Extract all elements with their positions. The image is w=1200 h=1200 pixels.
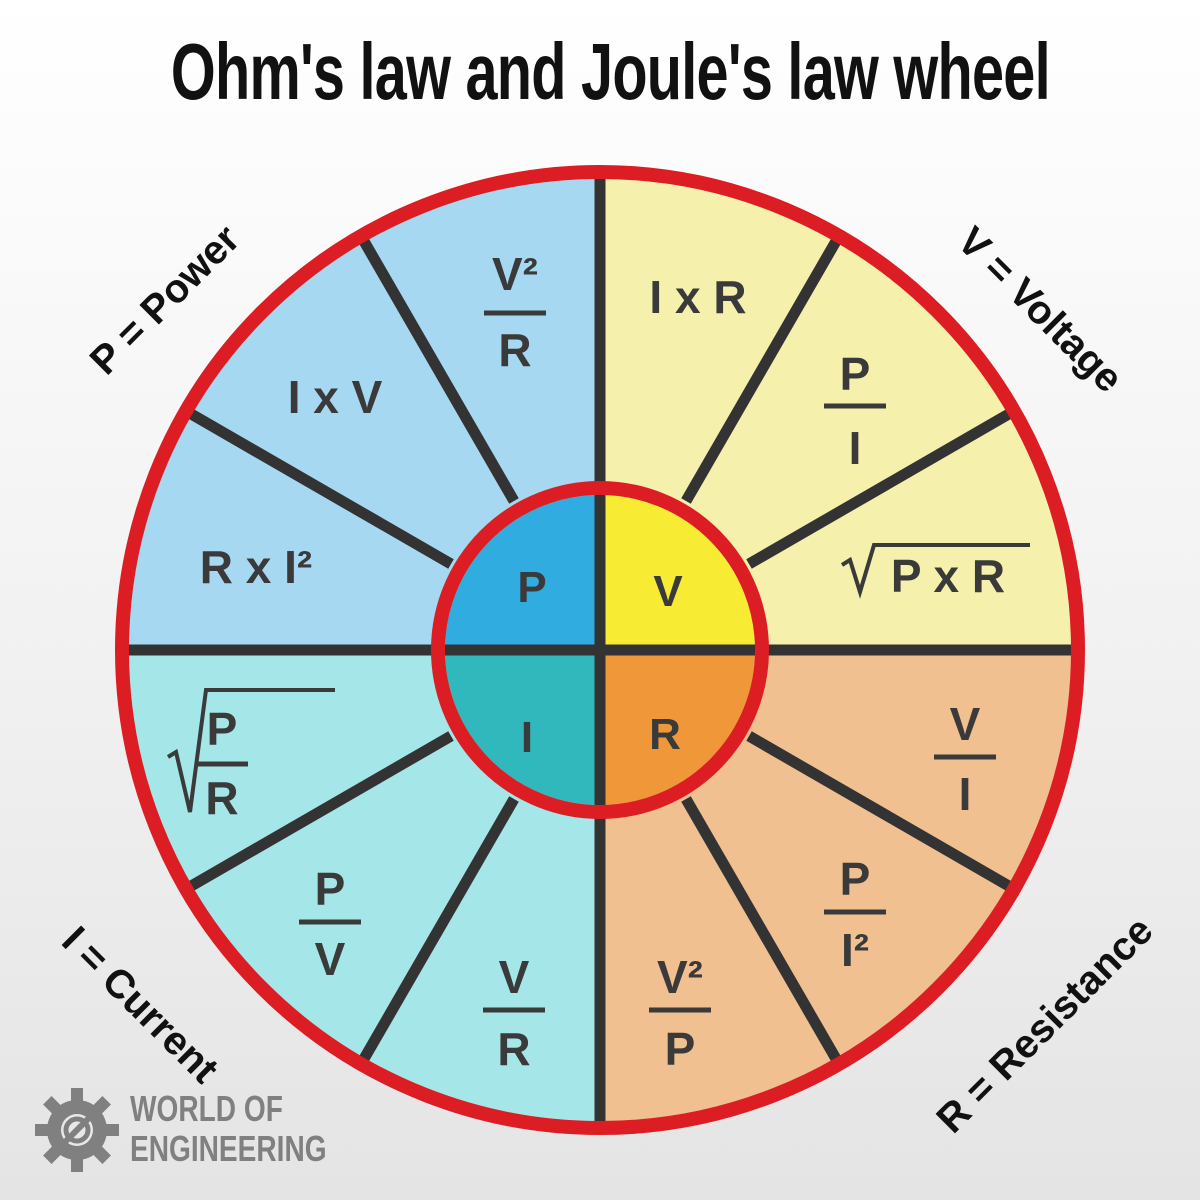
svg-text:V²: V² [492, 248, 538, 300]
svg-text:V: V [315, 933, 346, 985]
inner-current [445, 650, 600, 805]
svg-text:P: P [840, 853, 871, 905]
page-title: Ohm's law and Joule's law wheel [170, 27, 1051, 116]
outer-ring [115, 165, 1085, 1135]
formula-p-over-i-voltage: P I [824, 348, 886, 474]
center-v: V [653, 567, 683, 616]
formula-r-times-i2: R x I² [200, 541, 312, 593]
formula-v-over-r-current: V R [483, 951, 545, 1075]
brand-line-1: WORLD OF [130, 1088, 283, 1129]
formula-i-times-r: I x R [649, 271, 746, 323]
formula-p-over-i2: P I² [824, 853, 886, 976]
formula-sqrt-p-times-r: P x R [840, 543, 1030, 602]
gear-icon [35, 1088, 119, 1172]
center-i: I [521, 713, 533, 762]
svg-text:I: I [959, 768, 972, 820]
svg-text:I²: I² [841, 924, 869, 976]
formula-v-over-i-resistance: V I [934, 698, 996, 820]
formula-v2-over-p: V² P [649, 951, 711, 1075]
svg-text:V²: V² [657, 951, 703, 1003]
inner-resistance [600, 650, 755, 805]
brand-logo: WORLD OF ENGINEERING [32, 1085, 332, 1175]
svg-text:R: R [498, 324, 531, 376]
svg-text:P x R: P x R [891, 550, 1005, 602]
svg-text:R: R [497, 1023, 530, 1075]
svg-text:R: R [205, 772, 238, 824]
brand-line-2: ENGINEERING [130, 1128, 327, 1169]
formula-p-over-v: P V [299, 863, 361, 985]
svg-text:P: P [207, 703, 238, 755]
formula-i-times-v: I x V [288, 371, 383, 423]
center-r: R [649, 710, 681, 759]
svg-text:V: V [950, 698, 981, 750]
inner-power [445, 495, 600, 650]
formula-sqrt-p-over-r: P R [166, 688, 335, 824]
inner-voltage [600, 495, 755, 650]
svg-text:I: I [849, 422, 862, 474]
svg-text:V: V [499, 951, 530, 1003]
center-p: P [517, 563, 546, 612]
svg-text:P: P [665, 1023, 696, 1075]
formula-v2-over-r-power: V² R [484, 248, 546, 376]
svg-text:P: P [315, 863, 346, 915]
inner-ring [431, 481, 769, 819]
svg-text:P: P [840, 348, 871, 400]
